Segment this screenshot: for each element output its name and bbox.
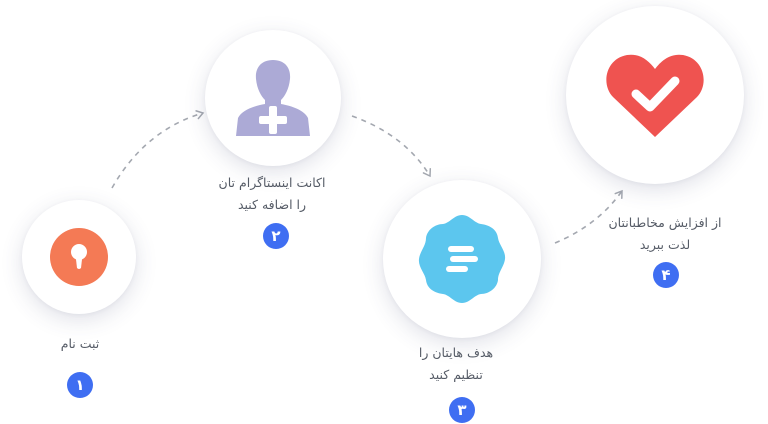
step-4-label: از افزایش مخاطبانتان لذت ببرید [608, 212, 721, 256]
step-1-circle [22, 200, 136, 314]
step-3-label-line-1: هدف هایتان را [418, 345, 494, 360]
step-4-label-line-2: لذت ببرید [639, 237, 691, 252]
target-badge-icon [418, 215, 506, 303]
step-3-number-badge: ۳ [449, 397, 475, 423]
connector-3-to-4 [554, 189, 623, 244]
step-1-label: ثبت نام [61, 333, 100, 355]
step-2-circle [205, 30, 341, 166]
step-2-number-badge: ۲ [263, 223, 289, 249]
step-1-number-badge: ۱ [67, 372, 93, 398]
step-4-label-line-1: از افزایش مخاطبانتان [608, 215, 722, 230]
step-3-label-line-2: تنظیم کنید [429, 367, 483, 382]
step-4-circle [566, 6, 744, 184]
step-3-circle [383, 180, 541, 338]
connector-2-to-3 [351, 115, 432, 178]
step-2-label: اکانت اینستاگرام تان را اضافه کنید [219, 172, 326, 216]
step-3-label: هدف هایتان را تنظیم کنید [419, 342, 493, 386]
step-4-number-badge: ۴ [653, 262, 679, 288]
step-1-label-line-1: ثبت نام [60, 336, 100, 351]
connector-1-to-2 [111, 110, 205, 189]
step-2-label-line-2: را اضافه کنید [237, 197, 307, 212]
add-user-icon [236, 60, 310, 136]
step-2-label-line-1: اکانت اینستاگرام تان [218, 175, 326, 190]
keyhole-icon [50, 228, 108, 286]
heart-check-icon [606, 54, 704, 137]
